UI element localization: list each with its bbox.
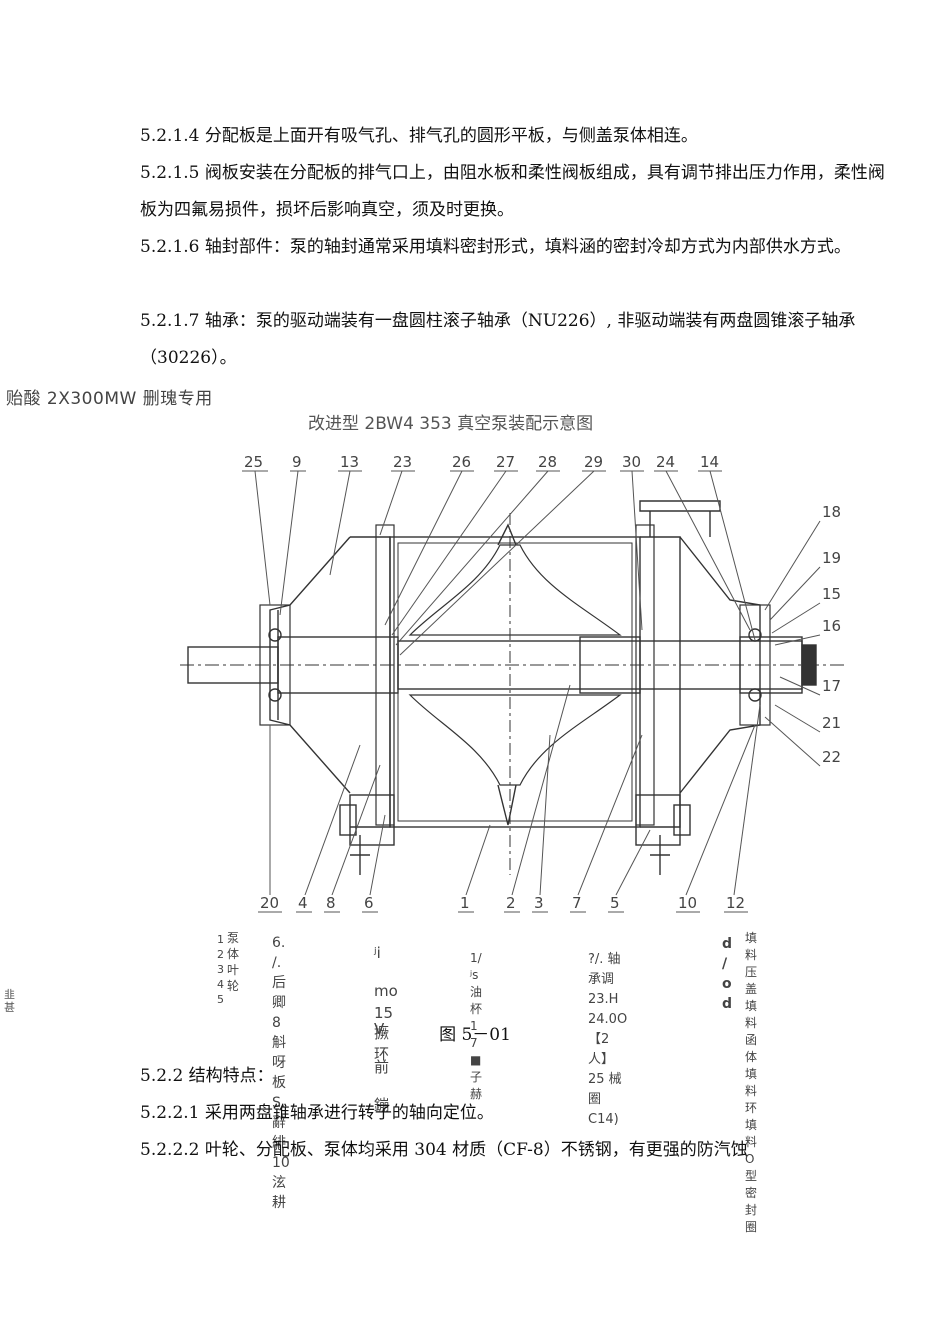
label-14: 14 bbox=[700, 453, 719, 471]
label-12: 12 bbox=[726, 894, 745, 912]
heading-5-2-2: 5.2.2 结构特点： bbox=[140, 1066, 274, 1086]
label-10: 10 bbox=[678, 894, 697, 912]
label-9: 9 bbox=[292, 453, 302, 471]
paragraph-5-2-2-1: 5.2.2.1 采用两盘锥轴承进行转子的轴向定位。 bbox=[140, 1103, 494, 1123]
paragraph-5-2-1-5: 5.2.1.5 阀板安装在分配板的排气口上，由阻水板和柔性阀板组成，具有调节排出… bbox=[140, 163, 885, 220]
label-23: 23 bbox=[393, 453, 412, 471]
label-29: 29 bbox=[584, 453, 603, 471]
margin-mark: 韭甚 bbox=[4, 988, 15, 1014]
label-5: 5 bbox=[610, 894, 620, 912]
bottom-labels: 20 4 8 6 1 2 3 7 5 10 12 bbox=[260, 894, 745, 912]
label-25: 25 bbox=[244, 453, 263, 471]
right-labels: 18 19 15 16 17 21 22 bbox=[822, 503, 841, 766]
label-6: 6 bbox=[364, 894, 374, 912]
watermark-stamp: 贻酸 2X300MW 删瑰专用 bbox=[6, 389, 213, 409]
label-21: 21 bbox=[822, 714, 841, 732]
drawing-title: 改进型 2BW4 353 真空泵装配示意图 bbox=[308, 414, 593, 434]
label-26: 26 bbox=[452, 453, 471, 471]
label-17: 17 bbox=[822, 677, 841, 695]
label-16: 16 bbox=[822, 617, 841, 635]
label-13: 13 bbox=[340, 453, 359, 471]
legend-col1-names: 泵体 叶轮 bbox=[227, 931, 240, 993]
label-8: 8 bbox=[326, 894, 336, 912]
pump-assembly-drawing: 改进型 2BW4 353 真空泵装配示意图 25 9 13 23 26 27 2… bbox=[180, 405, 850, 1020]
label-18: 18 bbox=[822, 503, 841, 521]
paragraph-5-2-2-2: 5.2.2.2 叶轮、分配板、泵体均采用 304 材质（CF-8）不锈钢，有更强… bbox=[140, 1140, 748, 1160]
legend-col3: ʲi mo V. 前鏰 bbox=[374, 944, 398, 1114]
paragraph-5-2-1-7: 5.2.1.7 轴承：泵的驱动端装有一盘圆柱滚子轴承（NU226）, 非驱动端装… bbox=[140, 311, 856, 368]
paragraph-5-2-1-6: 5.2.1.6 轴封部件：泵的轴封通常采用填料密封形式，填料涵的密封冷却方式为内… bbox=[140, 237, 851, 257]
label-30: 30 bbox=[622, 453, 641, 471]
label-27: 27 bbox=[496, 453, 515, 471]
label-24: 24 bbox=[656, 453, 675, 471]
label-3: 3 bbox=[534, 894, 544, 912]
label-28: 28 bbox=[538, 453, 557, 471]
legend-col4: 1/ ʲs 油杯 1 7 ■子赫 bbox=[470, 951, 483, 1101]
label-1: 1 bbox=[460, 894, 470, 912]
top-labels: 25 9 13 23 26 27 28 29 30 24 14 bbox=[244, 453, 719, 471]
legend-col1-nums: 1 2 3 4 5 bbox=[217, 933, 224, 1006]
label-20: 20 bbox=[260, 894, 279, 912]
figure-caption: 图 5－01 bbox=[439, 1025, 511, 1045]
label-2: 2 bbox=[506, 894, 516, 912]
legend-col6-marks: d / o d bbox=[722, 936, 733, 1012]
legend-col6-names: 填料压盖 填料函体 填料环 填料 O型密封圈 bbox=[745, 931, 758, 1234]
label-19: 19 bbox=[822, 549, 841, 567]
label-15: 15 bbox=[822, 585, 841, 603]
label-22: 22 bbox=[822, 748, 841, 766]
legend-col3-extra: 15 撅环 bbox=[374, 1004, 394, 1063]
label-4: 4 bbox=[298, 894, 308, 912]
legend-col2: 6. /. 后卿 8 斛呀板 S.辭緋 10 泫耕 bbox=[272, 935, 290, 1211]
legend-col5: ?/. 轴承调 23.H 24.0O【2 人】 25 械圈 C14) bbox=[588, 952, 628, 1127]
paragraph-5-2-1-4: 5.2.1.4 分配板是上面开有吸气孔、排气孔的圆形平板，与侧盖泵体相连。 bbox=[140, 126, 698, 146]
label-7: 7 bbox=[572, 894, 582, 912]
